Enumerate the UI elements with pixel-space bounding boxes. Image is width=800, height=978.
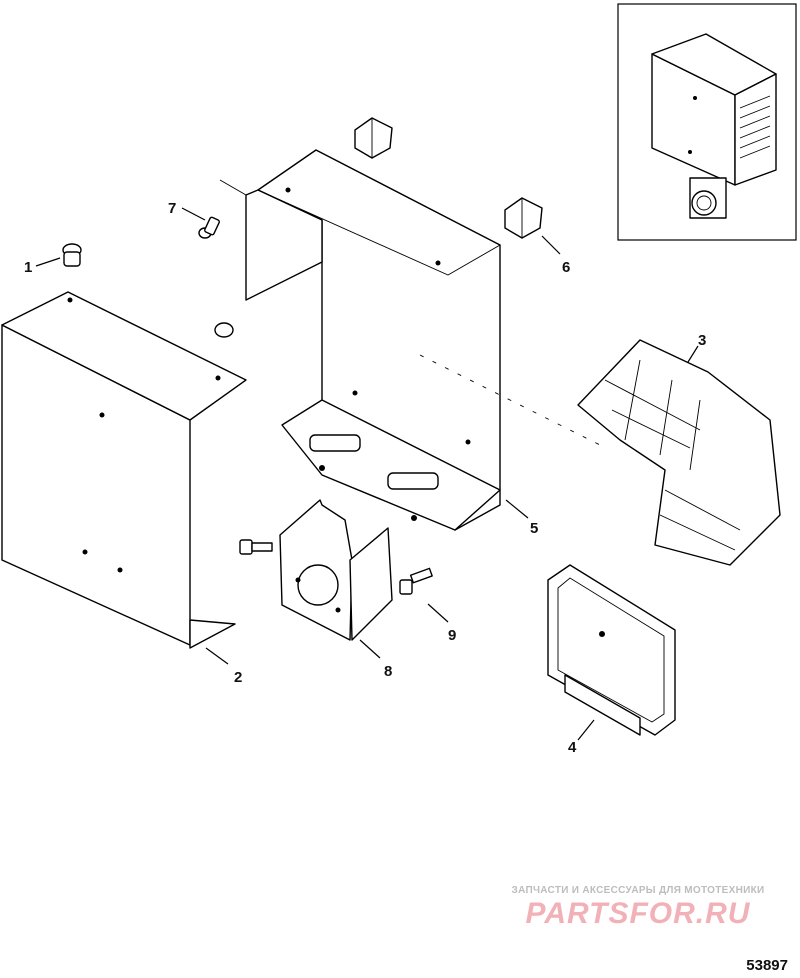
part-3-bracket-tray	[577, 339, 781, 566]
part-8-connector-bracket	[279, 499, 393, 659]
callout-5: 5	[530, 520, 538, 537]
callout-9: 9	[448, 627, 456, 644]
callout-1: 1	[24, 259, 32, 276]
callout-2: 2	[234, 669, 242, 686]
part-7-screw	[181, 207, 220, 239]
watermark: ЗАПЧАСТИ И АКСЕССУАРЫ ДЛЯ МОТОТЕХНИКИ PA…	[488, 885, 788, 932]
callout-7: 7	[168, 200, 176, 217]
inset-view	[617, 3, 797, 241]
part-1-screw	[35, 243, 82, 267]
watermark-logo: PARTSFOR.RU	[525, 897, 751, 930]
part-2-front-cover	[1, 291, 247, 665]
part-4-control-module	[547, 564, 676, 741]
part-9-bolts	[239, 539, 449, 623]
part-6-grommets	[354, 117, 561, 255]
watermark-tagline: ЗАПЧАСТИ И АКСЕССУАРЫ ДЛЯ МОТОТЕХНИКИ	[511, 885, 765, 896]
callout-4: 4	[568, 739, 577, 756]
part-5-main-bracket	[219, 149, 601, 531]
callout-8: 8	[384, 663, 392, 680]
callout-6: 6	[562, 259, 570, 276]
callout-3: 3	[698, 332, 706, 349]
figure-number: 53897	[746, 957, 788, 974]
